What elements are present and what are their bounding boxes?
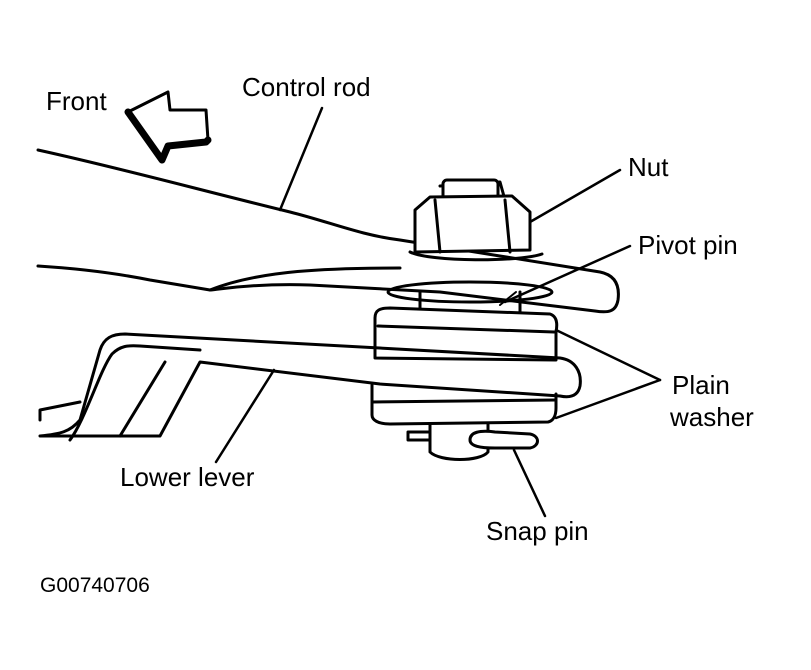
control-rod xyxy=(36,148,620,314)
leader-lower-lever xyxy=(214,368,276,464)
leader-control-rod xyxy=(278,106,324,212)
figure-code: G00740706 xyxy=(40,574,150,597)
front-label: Front xyxy=(46,86,107,116)
nut xyxy=(408,178,544,262)
control-rod-label: Control rod xyxy=(242,72,371,102)
pivot-pin-label: Pivot pin xyxy=(638,230,738,260)
leader-lines xyxy=(214,106,662,518)
leader-snap-pin xyxy=(512,448,547,518)
plain-washer-upper xyxy=(373,306,559,362)
leader-nut xyxy=(528,168,622,224)
lower-lever xyxy=(38,332,582,442)
leader-plain-washer-2 xyxy=(554,378,662,420)
plain-washer-label-line1: Plain xyxy=(672,370,730,400)
snap-pin xyxy=(468,429,539,450)
leader-plain-washer-1 xyxy=(554,328,662,382)
nut-label: Nut xyxy=(628,152,669,182)
pin-bottom xyxy=(406,422,490,461)
plain-washer-lower xyxy=(370,383,558,426)
front-arrow-icon xyxy=(124,90,212,164)
leader-pivot-pin xyxy=(503,244,632,304)
plain-washer-label-line2: washer xyxy=(670,402,754,432)
lower-lever-label: Lower lever xyxy=(120,462,255,492)
snap-pin-label: Snap pin xyxy=(486,516,589,546)
